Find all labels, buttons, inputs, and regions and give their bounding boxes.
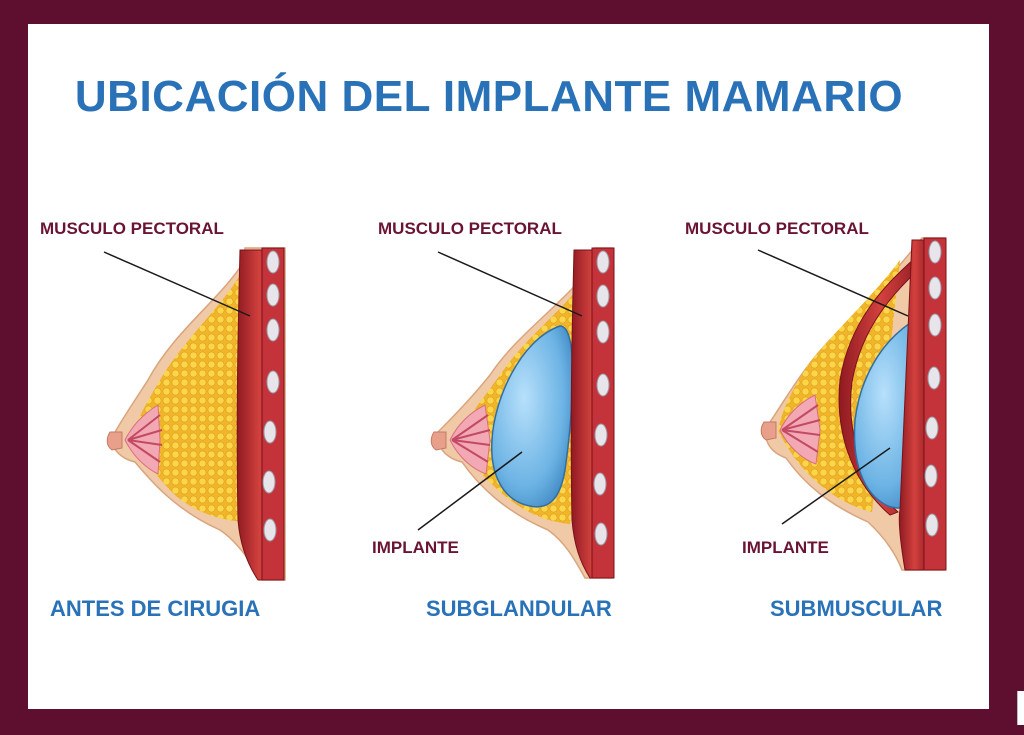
fat-tissue	[132, 252, 252, 522]
nipple	[430, 431, 447, 451]
pectoral-muscle-over-implant	[838, 257, 923, 516]
panel-submuscular	[757, 237, 947, 571]
ribs	[923, 237, 947, 571]
panel-before-surgery	[103, 247, 286, 581]
mammary-gland	[124, 404, 163, 475]
caption-subglandular: SUBGLANDULAR	[426, 596, 612, 621]
muscle-label-before: MUSCULO PECTORAL	[40, 219, 224, 238]
nipple	[106, 431, 123, 451]
implant-label-subglandular: IMPLANTE	[372, 538, 459, 557]
mammary-gland	[779, 394, 821, 465]
page-title: UBICACIÓN DEL IMPLANTE MAMARIO	[74, 72, 904, 121]
muscle-label-submuscular: MUSCULO PECTORAL	[685, 219, 869, 238]
ribs	[591, 247, 615, 579]
pectoral-muscle	[898, 239, 931, 571]
implant	[491, 325, 574, 508]
muscle-label-subglandular: MUSCULO PECTORAL	[378, 219, 562, 238]
muscle-leader-line	[757, 249, 909, 317]
muscle-leader-line	[437, 251, 583, 317]
scrollbar-edge	[1017, 691, 1024, 725]
implant-leader-line	[781, 447, 891, 525]
muscle-leader-line	[103, 251, 251, 317]
caption-before-surgery: ANTES DE CIRUGIA	[50, 596, 261, 621]
nipple	[760, 421, 777, 441]
mammary-gland	[449, 404, 491, 475]
panel-subglandular	[417, 247, 615, 579]
implant-leader-line	[417, 451, 523, 531]
caption-submuscular: SUBMUSCULAR	[770, 596, 943, 621]
implant-label-submuscular: IMPLANTE	[742, 538, 829, 557]
ribs	[261, 247, 285, 581]
